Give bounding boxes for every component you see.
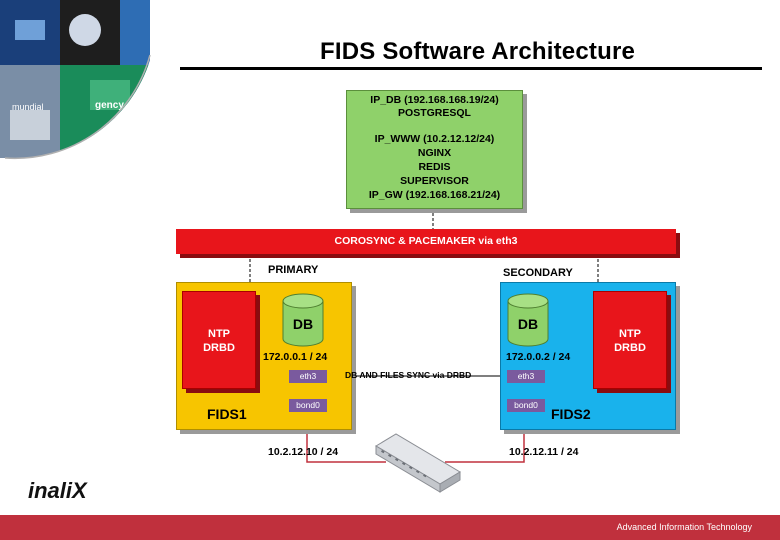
page-title: FIDS Software Architecture	[320, 38, 636, 65]
fids1-eth3-port: eth3	[289, 370, 327, 383]
fids2-db-label: DB	[518, 316, 538, 332]
server-supervisor: SUPERVISOR	[400, 175, 469, 187]
network-switch-icon	[375, 433, 461, 493]
cluster-bar-label: COROSYNC & PACEMAKER via eth3	[334, 235, 518, 247]
corner-label-2: gency	[95, 100, 124, 111]
fids2-lan-ip: 10.2.12.11 / 24	[509, 446, 579, 458]
fids1-services-line1: NTP	[208, 328, 230, 340]
drbd-sync-label: DB AND FILES SYNC via DRBD	[345, 370, 472, 380]
title-underline	[180, 67, 762, 70]
footer-text: Advanced Information Technology	[616, 522, 752, 532]
server-ip-db: IP_DB (192.168.168.19/24)	[370, 94, 499, 106]
fids2-db-icon: DB	[507, 293, 549, 347]
fids2-eth3-port: eth3	[507, 370, 545, 383]
server-ip-gw: IP_GW (192.168.168.21/24)	[368, 189, 501, 201]
fids1-name: FIDS1	[207, 406, 247, 422]
fids1-drbd-ip: 172.0.0.1 / 24	[263, 351, 328, 363]
server-redis: REDIS	[418, 161, 451, 173]
server-ip-www: IP_WWW (10.2.12.12/24)	[374, 133, 495, 145]
corner-label-1: mundial	[12, 102, 44, 112]
fids1-db-icon: DB	[282, 293, 324, 347]
fids1-bond0-port: bond0	[289, 399, 327, 412]
footer-bar: Advanced Information Technology	[0, 515, 780, 540]
primary-role-label: PRIMARY	[268, 264, 319, 276]
fids2-name: FIDS2	[551, 406, 591, 422]
fids1-lan-ip: 10.2.12.10 / 24	[268, 446, 339, 458]
secondary-role-label: SECONDARY	[503, 267, 573, 279]
inalix-logo: inaliX	[28, 478, 87, 503]
fids2-bond0-port: bond0	[507, 399, 545, 412]
server-box: IP_DB (192.168.168.19/24) POSTGRESQL IP_…	[346, 90, 523, 209]
server-postgresql: POSTGRESQL	[398, 107, 471, 119]
fids2-ntp-drbd-box: NTP DRBD	[593, 291, 667, 389]
server-nginx: NGINX	[417, 147, 452, 159]
fids2-node: NTP DRBD DB 172.0.0.2 / 24 eth3 bond0 FI…	[500, 282, 676, 430]
fids1-services-line2: DRBD	[203, 342, 235, 354]
fids1-db-label: DB	[293, 316, 313, 332]
fids2-drbd-ip: 172.0.0.2 / 24	[506, 351, 571, 363]
cluster-bar: COROSYNC & PACEMAKER via eth3	[176, 229, 676, 254]
fids2-services-line1: NTP	[619, 328, 641, 340]
fids2-services-line2: DRBD	[614, 342, 646, 354]
corner-graphic: mundial gency	[0, 0, 151, 160]
fids1-ntp-drbd-box: NTP DRBD	[182, 291, 256, 389]
fids1-node: NTP DRBD DB 172.0.0.1 / 24 eth3 bond0 FI…	[176, 282, 352, 430]
